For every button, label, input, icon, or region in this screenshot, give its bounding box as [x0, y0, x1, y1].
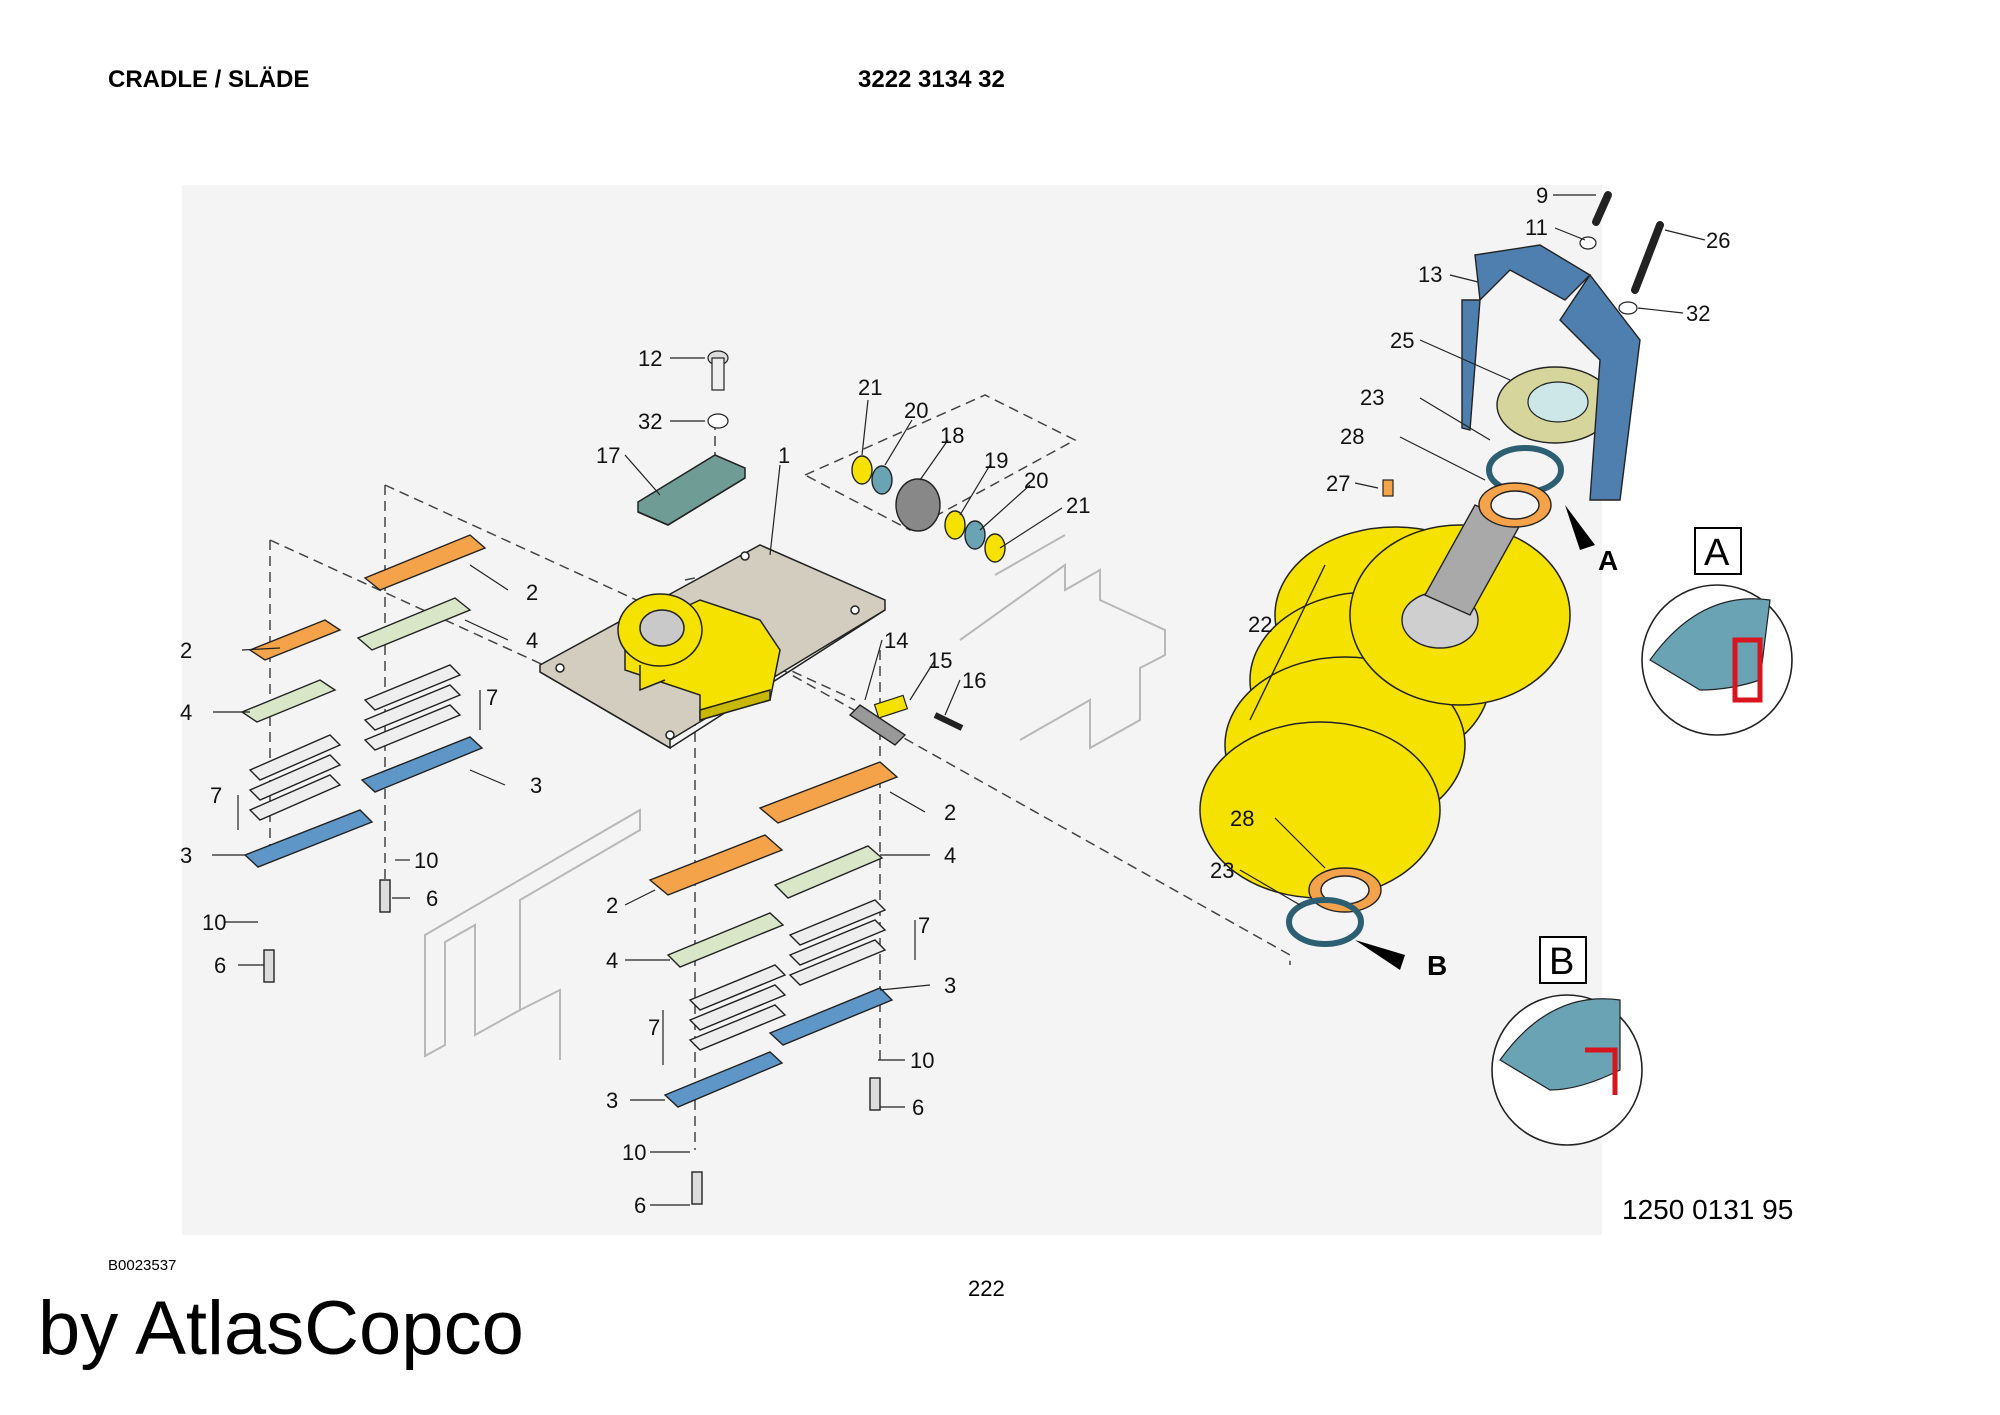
- detail-a-label: A: [1704, 532, 1730, 574]
- page-title: CRADLE / SLÄDE: [108, 66, 310, 93]
- callout-32: 32: [1686, 301, 1710, 326]
- callout-10: 10: [202, 910, 226, 935]
- callout-4: 4: [944, 843, 956, 868]
- callout-10: 10: [414, 848, 438, 873]
- roller-group: [851, 455, 1006, 563]
- callout-4: 4: [526, 628, 538, 653]
- arrow-a-indicator: [1565, 505, 1595, 550]
- screw-16: [933, 712, 964, 731]
- callout-18: 18: [940, 423, 964, 448]
- callout-3: 3: [530, 773, 542, 798]
- callout-2: 2: [944, 800, 956, 825]
- callout-15: 15: [928, 648, 952, 673]
- top-seals: [1478, 445, 1564, 528]
- callout-14: 14: [884, 628, 908, 653]
- wear-pad-stack-mid: [356, 534, 487, 913]
- figure-number: 1250 0131 95: [1622, 1194, 1794, 1225]
- detail-b-label: B: [1549, 941, 1574, 983]
- callout-a: A: [1598, 545, 1618, 576]
- callout-10: 10: [910, 1048, 934, 1073]
- guide-ring-bore: [1527, 381, 1589, 423]
- washer-32: [707, 413, 729, 429]
- callout-2: 2: [606, 893, 618, 918]
- callout-3: 3: [606, 1088, 618, 1113]
- callout-17: 17: [596, 443, 620, 468]
- callout-4: 4: [180, 700, 192, 725]
- bottom-seals: [1286, 867, 1382, 947]
- callout-b: B: [1427, 950, 1447, 981]
- callout-4: 4: [606, 948, 618, 973]
- brand-watermark: by AtlasCopco: [38, 1286, 524, 1371]
- callout-7: 7: [918, 913, 930, 938]
- wear-pad-stack-lower-left: [648, 834, 787, 1205]
- callout-28: 28: [1230, 806, 1254, 831]
- callout-22: 22: [1248, 612, 1272, 637]
- callout-13: 13: [1418, 262, 1442, 287]
- rail-outline: [424, 534, 1166, 1060]
- callout-7: 7: [486, 685, 498, 710]
- arrow-b-indicator: [1355, 940, 1405, 970]
- callout-3: 3: [944, 973, 956, 998]
- callout-27: 27: [1326, 471, 1350, 496]
- callout-7: 7: [648, 1015, 660, 1040]
- part-number: 3222 3134 32: [858, 66, 1005, 93]
- callout-1: 1: [778, 443, 790, 468]
- detail-b: B: [1491, 936, 1643, 1146]
- callout-25: 25: [1390, 328, 1414, 353]
- bolt-9: [1592, 191, 1612, 226]
- slide-block-17: [637, 454, 746, 526]
- pin-14: [848, 704, 907, 746]
- callout-9: 9: [1536, 183, 1548, 208]
- callout-7: 7: [210, 783, 222, 808]
- cradle-bracket: [617, 593, 781, 721]
- page-number: 222: [968, 1276, 1005, 1301]
- bracket-13: [1461, 244, 1641, 501]
- bolt-12: [707, 350, 729, 391]
- callout-6: 6: [634, 1193, 646, 1218]
- callout-10: 10: [622, 1140, 646, 1165]
- callout-21: 21: [1066, 493, 1090, 518]
- wear-pad-stack-left: [240, 619, 374, 983]
- callout-23: 23: [1360, 385, 1384, 410]
- callout-6: 6: [214, 953, 226, 978]
- grease-nipple-27: [1382, 479, 1394, 497]
- callout-20: 20: [1024, 468, 1048, 493]
- callout-28: 28: [1340, 424, 1364, 449]
- callout-2: 2: [180, 638, 192, 663]
- callout-19: 19: [984, 448, 1008, 473]
- callout-20: 20: [904, 398, 928, 423]
- drawing-reference: B0023537: [108, 1257, 177, 1274]
- key-15: [873, 694, 909, 719]
- callout-11: 11: [1525, 215, 1548, 240]
- callout-6: 6: [426, 886, 438, 911]
- callout-21: 21: [858, 375, 882, 400]
- callout-2: 2: [526, 580, 538, 605]
- callout-12: 12: [638, 346, 662, 371]
- callout-26: 26: [1706, 228, 1730, 253]
- callout-32: 32: [638, 409, 662, 434]
- callout-3: 3: [180, 843, 192, 868]
- spring-dimension-line: [1249, 564, 1326, 721]
- detail-a: A: [1641, 527, 1793, 736]
- callout-16: 16: [962, 668, 986, 693]
- wear-pad-stack-lower-right: [758, 761, 899, 1111]
- leader-lines: [212, 194, 1706, 1206]
- bolt-26: [1631, 221, 1664, 294]
- washer-32-right: [1618, 301, 1638, 315]
- callout-23: 23: [1210, 858, 1234, 883]
- callout-6: 6: [912, 1095, 924, 1120]
